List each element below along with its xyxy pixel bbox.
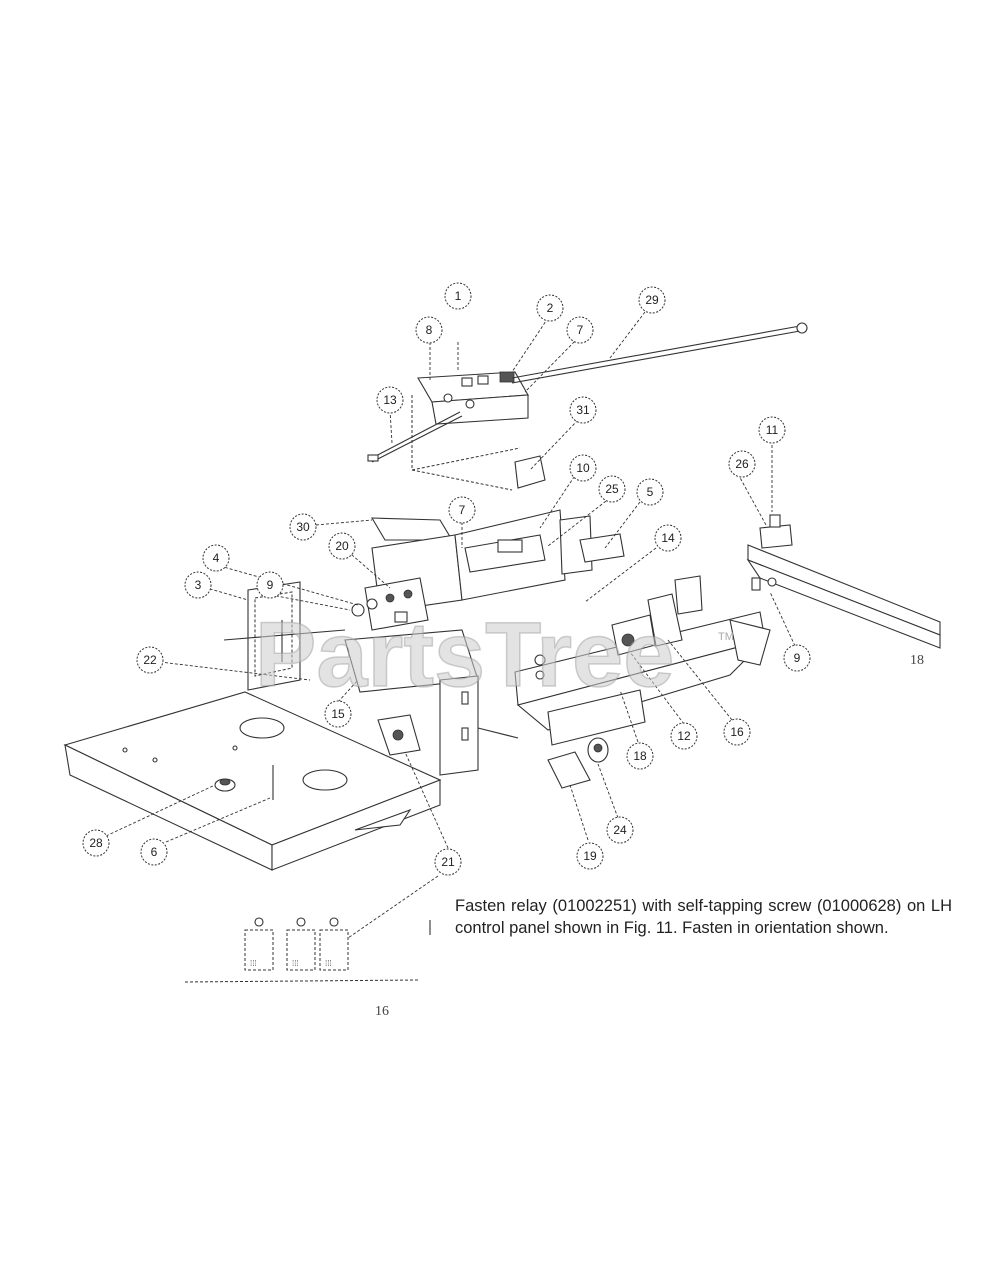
callout-9-right: 9 <box>783 644 811 672</box>
partstree-watermark: PartsTree TM <box>254 603 734 707</box>
svg-text:30: 30 <box>296 520 310 534</box>
figure-label-right: 18 <box>910 653 924 668</box>
svg-text:4: 4 <box>213 551 220 565</box>
svg-text:10: 10 <box>576 461 590 475</box>
assembly-note: Fasten relay (01002251) with self-tappin… <box>455 897 952 937</box>
svg-text:2: 2 <box>547 301 554 315</box>
callout-3: 3 <box>184 571 212 599</box>
bracket-31 <box>514 455 546 489</box>
svg-text:7: 7 <box>459 503 466 517</box>
svg-text:28: 28 <box>89 836 103 850</box>
control-rod <box>511 322 808 384</box>
callout-bubbles: 1 2 29 8 7 13 31 11 26 10 25 5 7 30 14 2… <box>82 282 811 876</box>
callout-8: 8 <box>415 316 443 344</box>
callout-30: 30 <box>289 513 317 541</box>
middle-panel <box>344 629 519 776</box>
callout-7-mid: 7 <box>448 496 476 524</box>
svg-text:16: 16 <box>730 725 744 739</box>
callout-19: 19 <box>576 842 604 870</box>
svg-text:1: 1 <box>455 289 462 303</box>
relay-inset-detail: ⁞⁞⁞ ⁞⁞⁞ ⁞⁞⁞ <box>184 917 431 983</box>
callout-26: 26 <box>728 450 756 478</box>
svg-text:22: 22 <box>143 653 157 667</box>
callout-1: 1 <box>444 282 472 310</box>
callout-15: 15 <box>324 700 352 728</box>
svg-text:5: 5 <box>647 485 654 499</box>
callout-31: 31 <box>569 396 597 424</box>
svg-text:3: 3 <box>195 578 202 592</box>
callout-21: 21 <box>434 848 462 876</box>
svg-text:24: 24 <box>613 823 627 837</box>
svg-text:20: 20 <box>335 539 349 553</box>
svg-text:25: 25 <box>605 482 619 496</box>
callout-4: 4 <box>202 544 230 572</box>
callout-9-left: 9 <box>256 571 284 599</box>
switch-cluster <box>351 577 429 631</box>
svg-text:6: 6 <box>151 845 158 859</box>
callout-14: 14 <box>654 524 682 552</box>
deck-base-plate <box>63 691 442 871</box>
watermark-text: PartsTree <box>255 604 674 706</box>
callout-29: 29 <box>638 286 666 314</box>
control-lever-assembly <box>367 371 529 491</box>
svg-text:9: 9 <box>267 578 274 592</box>
svg-text:9: 9 <box>794 651 801 665</box>
svg-text:18: 18 <box>633 749 647 763</box>
svg-text:31: 31 <box>576 403 590 417</box>
right-fender-panel <box>514 575 771 746</box>
callout-20: 20 <box>328 532 356 560</box>
lower-small-parts <box>547 737 609 789</box>
center-console <box>371 509 625 613</box>
leader-lines <box>105 307 796 939</box>
svg-text:12: 12 <box>677 729 691 743</box>
svg-text:26: 26 <box>735 457 749 471</box>
svg-text:8: 8 <box>426 323 433 337</box>
callout-28: 28 <box>82 829 110 857</box>
relay-components <box>377 714 421 756</box>
callout-16: 16 <box>723 718 751 746</box>
callout-6: 6 <box>140 838 168 866</box>
svg-text:⁞⁞⁞: ⁞⁞⁞ <box>325 959 332 968</box>
svg-text:⁞⁞⁞: ⁞⁞⁞ <box>250 959 257 968</box>
callout-12: 12 <box>670 722 698 750</box>
svg-text:29: 29 <box>645 293 659 307</box>
figure-label-inset: 16 <box>375 1004 389 1019</box>
svg-text:11: 11 <box>766 423 779 437</box>
svg-text:13: 13 <box>383 393 397 407</box>
svg-text:19: 19 <box>583 849 597 863</box>
svg-text:21: 21 <box>441 855 455 869</box>
callout-5: 5 <box>636 478 664 506</box>
svg-text:7: 7 <box>577 323 584 337</box>
svg-text:14: 14 <box>661 531 675 545</box>
callout-22: 22 <box>136 646 164 674</box>
callout-25: 25 <box>598 475 626 503</box>
callout-11: 11 <box>758 416 786 444</box>
callout-18: 18 <box>626 742 654 770</box>
callout-2: 2 <box>536 294 564 322</box>
callout-24: 24 <box>606 816 634 844</box>
right-arm-assembly <box>746 514 941 649</box>
callout-10: 10 <box>569 454 597 482</box>
callout-7-top: 7 <box>566 316 594 344</box>
watermark-trademark: TM <box>718 631 734 643</box>
callout-13: 13 <box>376 386 404 414</box>
svg-text:⁞⁞⁞: ⁞⁞⁞ <box>292 959 299 968</box>
parts-illustration: ⁞⁞⁞ ⁞⁞⁞ ⁞⁞⁞ <box>63 322 941 983</box>
svg-text:15: 15 <box>331 707 345 721</box>
